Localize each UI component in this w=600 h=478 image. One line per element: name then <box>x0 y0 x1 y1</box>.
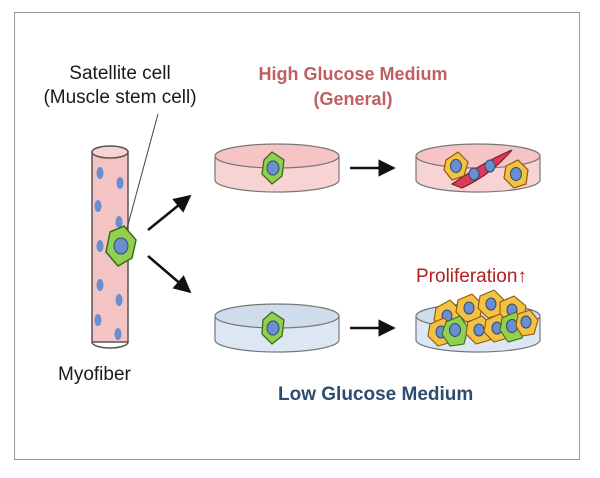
satellite-cell-label-line2: (Muscle stem cell) <box>43 87 197 108</box>
dish-low-glucose-proliferated <box>415 289 541 353</box>
satellite-cell-in-dish <box>261 151 285 185</box>
dish-high-glucose-differentiated <box>415 143 541 193</box>
myotube <box>450 149 513 189</box>
dish-low-glucose-initial <box>214 303 340 353</box>
arrow-to-low-glucose <box>147 255 192 294</box>
high-glucose-label: High Glucose Medium (General) <box>228 62 478 112</box>
myofiber-nuclei <box>94 167 124 340</box>
satellite-cell-label: Satellite cell (Muscle stem cell) <box>22 62 218 110</box>
low-glucose-label: Low Glucose Medium <box>278 384 474 405</box>
proliferating-cells <box>427 289 539 347</box>
satellite-cell-in-dish <box>261 311 285 345</box>
myofiber-label: Myofiber <box>58 364 131 385</box>
satellite-pointer-line <box>125 113 159 233</box>
proliferation-text: Proliferation <box>416 266 518 287</box>
high-glucose-label-line1: High Glucose Medium <box>258 64 448 84</box>
yellow-cell <box>503 159 529 189</box>
satellite-cell <box>105 225 137 267</box>
arrow-to-high-glucose <box>147 194 192 231</box>
yellow-cell <box>443 151 469 181</box>
figure-frame <box>14 12 580 460</box>
dish-high-glucose-initial <box>214 143 340 193</box>
proliferation-label: Proliferation↑ <box>416 266 527 288</box>
high-glucose-label-line2: (General) <box>313 89 393 109</box>
up-arrow-icon: ↑ <box>517 266 527 287</box>
satellite-cell-label-line1: Satellite cell <box>69 63 171 84</box>
